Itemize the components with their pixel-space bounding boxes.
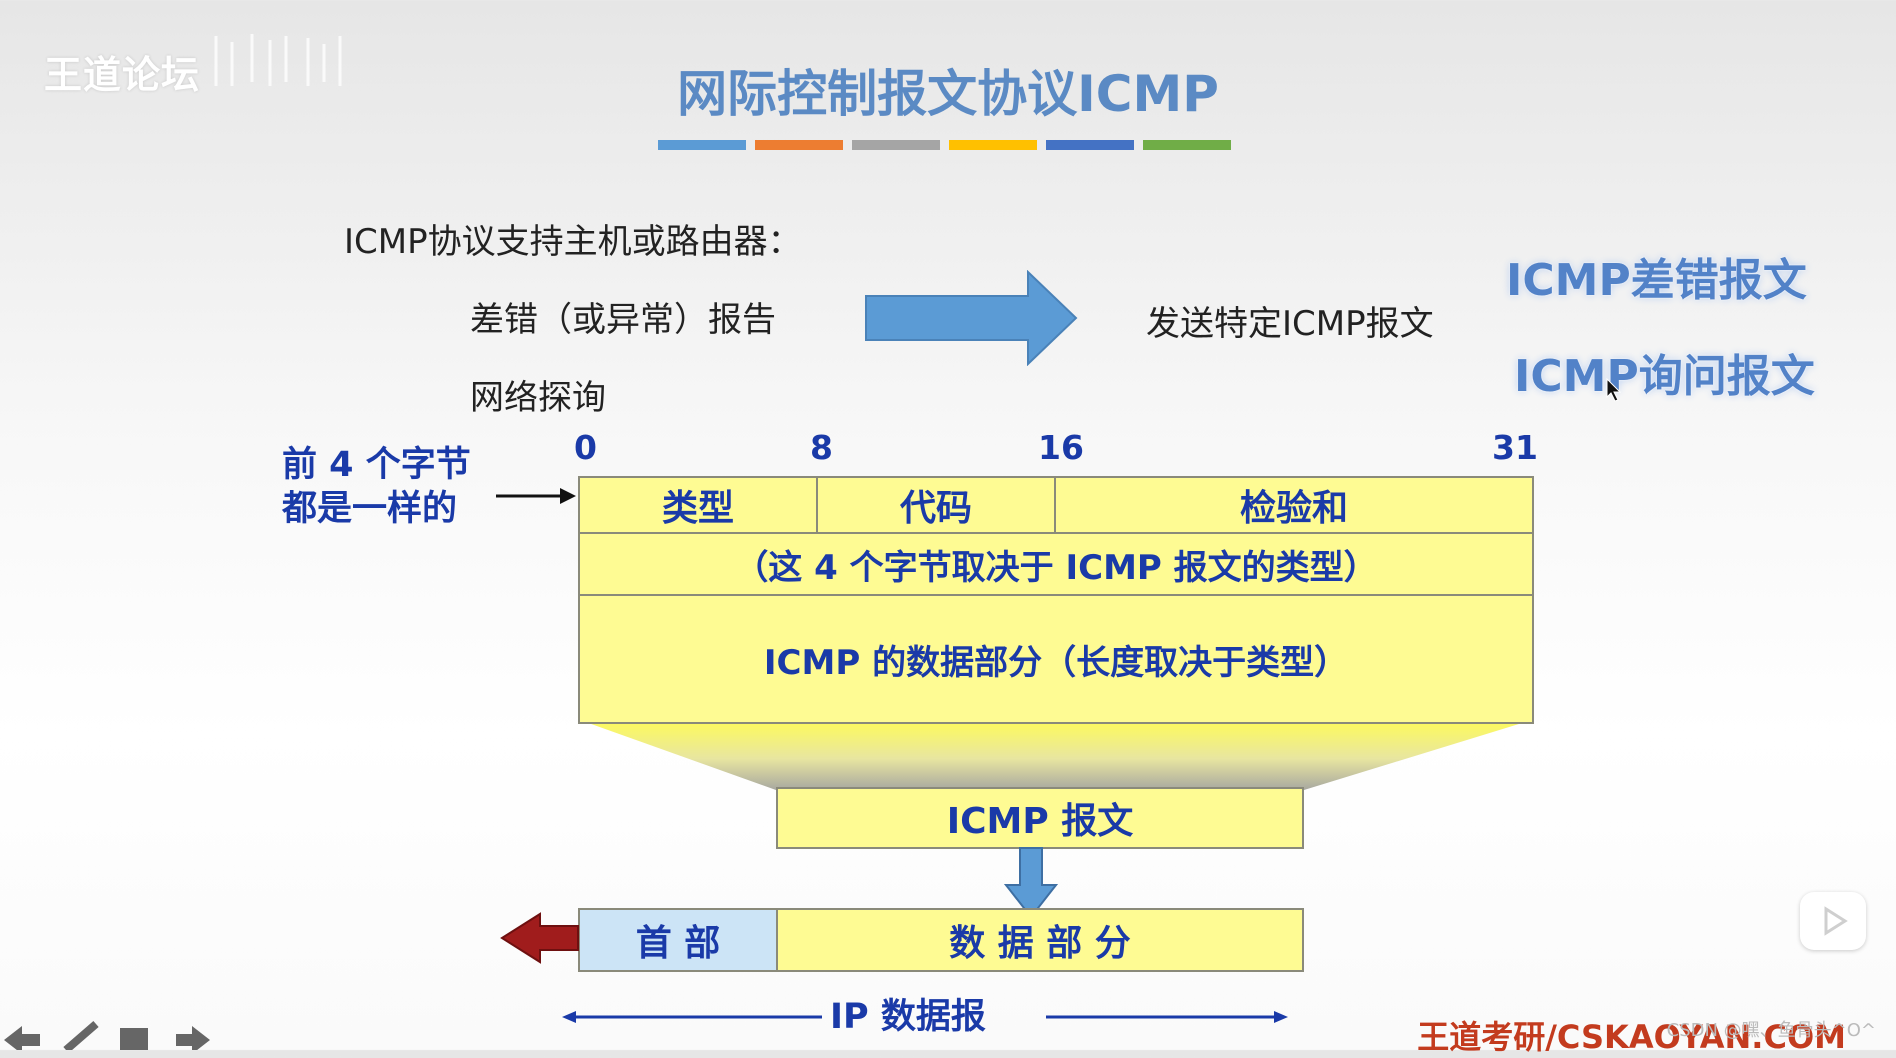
- menu-icon[interactable]: [120, 1028, 148, 1050]
- bit-label-0: 0: [574, 428, 597, 467]
- icmp-format-box: 类型 代码 检验和 （这 4 个字节取决于 ICMP 报文的类型） ICMP 的…: [578, 476, 1534, 724]
- mouse-cursor-icon: [1606, 378, 1622, 402]
- icmp-message-box: ICMP 报文: [776, 787, 1304, 849]
- watermark-logo: 王道论坛: [44, 53, 201, 97]
- play-icon: [1824, 906, 1848, 936]
- header-note: 前 4 个字节 都是一样的: [282, 443, 471, 531]
- header-note-line-1: 前 4 个字节: [282, 445, 471, 485]
- intro-item-network-probe: 网络探询: [470, 378, 606, 418]
- color-bar-6: [1143, 140, 1231, 150]
- color-bar-2: [755, 140, 843, 150]
- csdn-watermark: CSDN @嘿、鱼骨头^O^: [1666, 1020, 1876, 1041]
- ip-data-field: 数 据 部 分: [949, 923, 1131, 964]
- pen-icon[interactable]: [63, 1020, 99, 1050]
- color-bar-3: [852, 140, 940, 150]
- ip-datagram-label: IP 数据报: [830, 997, 986, 1037]
- ip-datagram-box: 首 部 数 据 部 分: [578, 908, 1304, 972]
- intro-lead: ICMP协议支持主机或路由器：: [344, 222, 802, 262]
- watermark-lines: [214, 34, 342, 86]
- slide-title: 网际控制报文协议ICMP: [677, 65, 1219, 123]
- play-button[interactable]: [1800, 892, 1866, 950]
- prev-slide-icon[interactable]: [4, 1026, 40, 1050]
- intro-result: 发送特定ICMP报文: [1146, 304, 1434, 344]
- ip-datagram-span-arrows: [562, 1011, 1288, 1023]
- icmp-query-type: ICMP询问报文: [1514, 351, 1815, 402]
- field-type-dependent: （这 4 个字节取决于 ICMP 报文的类型）: [580, 534, 1532, 596]
- down-arrow-icon: [1004, 847, 1058, 919]
- bit-label-8: 8: [810, 428, 833, 467]
- funnel-shading: [580, 720, 1532, 790]
- field-icmp-data: ICMP 的数据部分（长度取决于类型）: [763, 642, 1349, 683]
- bit-label-31: 31: [1492, 428, 1538, 467]
- right-arrow-icon: [865, 270, 1078, 366]
- note-pointer-arrow: [496, 488, 576, 504]
- intro-item-error-report: 差错（或异常）报告: [470, 300, 776, 340]
- color-bar-5: [1046, 140, 1134, 150]
- bit-label-16: 16: [1038, 428, 1084, 467]
- color-bar-1: [658, 140, 746, 150]
- color-bar-4: [949, 140, 1037, 150]
- slide-nav-toolbar: [4, 1020, 210, 1050]
- next-slide-icon[interactable]: [176, 1026, 210, 1050]
- ip-header-field: 首 部: [580, 910, 778, 970]
- field-checksum: 检验和: [1056, 478, 1532, 534]
- field-code: 代码: [818, 478, 1056, 534]
- left-red-arrow-icon: [500, 912, 579, 964]
- header-note-line-2: 都是一样的: [282, 489, 458, 529]
- icmp-error-type: ICMP差错报文: [1506, 255, 1807, 306]
- field-type: 类型: [580, 478, 818, 534]
